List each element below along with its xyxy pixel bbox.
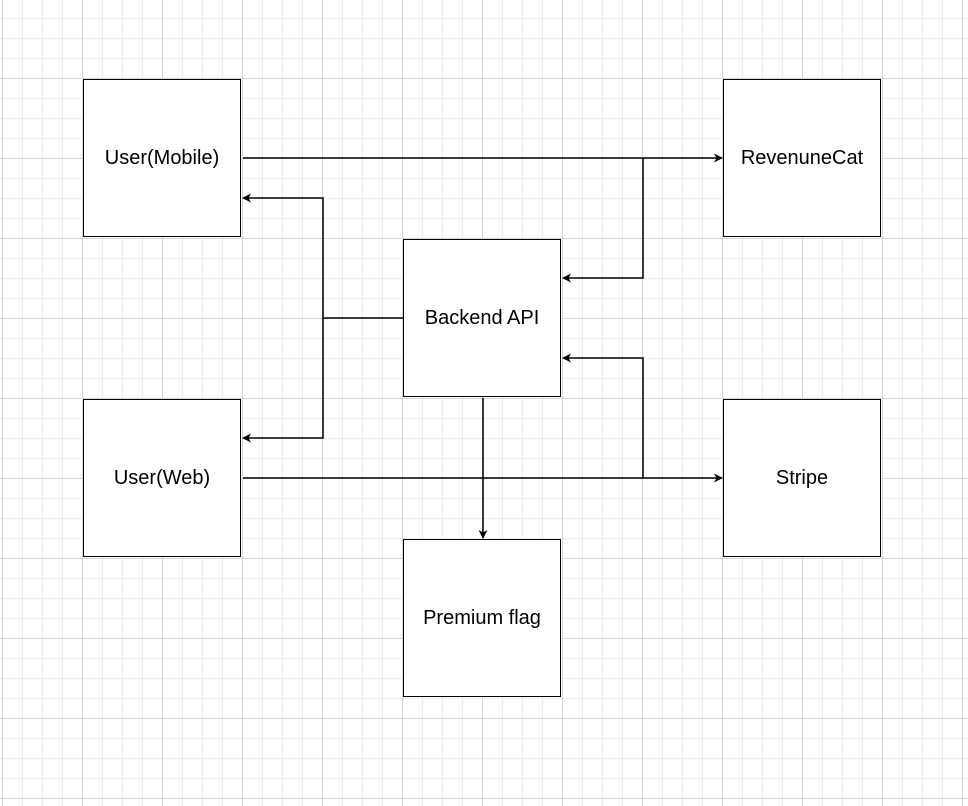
edge-stripe-to-backend-api[interactable] — [562, 353, 644, 478]
node-stripe-label: Stripe — [775, 466, 829, 489]
node-user-web-label: User(Web) — [113, 466, 211, 489]
node-premium-flag[interactable]: Premium flag — [403, 539, 561, 697]
node-revenuecat[interactable]: RevenuneCat — [723, 79, 881, 237]
node-user-mobile[interactable]: User(Mobile) — [83, 79, 241, 237]
node-backend-api[interactable]: Backend API — [403, 239, 561, 397]
node-user-mobile-label: User(Mobile) — [104, 146, 220, 169]
node-premium-flag-label: Premium flag — [423, 606, 541, 629]
node-backend-api-label: Backend API — [424, 306, 540, 329]
node-revenuecat-label: RevenuneCat — [740, 146, 864, 169]
node-stripe[interactable]: Stripe — [723, 399, 881, 557]
edge-backend-api-to-user-mobile[interactable] — [242, 193, 403, 319]
edge-revenuecat-to-backend-api[interactable] — [562, 158, 644, 283]
node-user-web[interactable]: User(Web) — [83, 399, 241, 557]
edge-backend-api-to-user-web[interactable] — [242, 318, 324, 443]
